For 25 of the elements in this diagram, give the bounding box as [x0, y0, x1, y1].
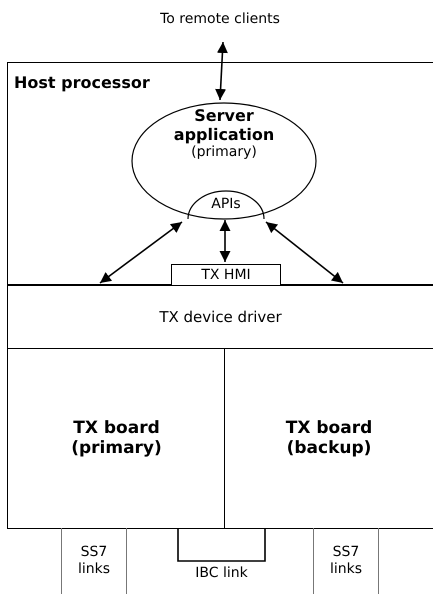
panel-title: Host processor [14, 73, 150, 92]
arrow [100, 221, 182, 284]
host-panel [7, 62, 433, 285]
connector-line [177, 529, 266, 562]
node-label: SS7 links [76, 544, 112, 578]
api-dome [187, 189, 265, 219]
node-subtitle: (primary) [191, 144, 257, 162]
node-label: TX device driver [159, 308, 282, 326]
arrow [215, 42, 228, 100]
node-label: SS7 links [328, 544, 364, 578]
node-label: TX board (backup) [284, 418, 374, 458]
board-box [224, 348, 433, 529]
node-label: APIs [211, 196, 241, 212]
process-box [171, 264, 281, 286]
caption-text: To remote clients [160, 10, 280, 28]
board-box [7, 348, 225, 529]
arrow [220, 220, 230, 262]
link-column [313, 528, 379, 594]
application-ellipse [131, 102, 317, 220]
node-label: TX HMI [201, 266, 251, 284]
link-column [61, 528, 127, 594]
arrow [266, 221, 344, 284]
node-title: Server application [172, 106, 276, 144]
driver-band [7, 285, 433, 349]
node-label: TX board (primary) [70, 418, 163, 458]
